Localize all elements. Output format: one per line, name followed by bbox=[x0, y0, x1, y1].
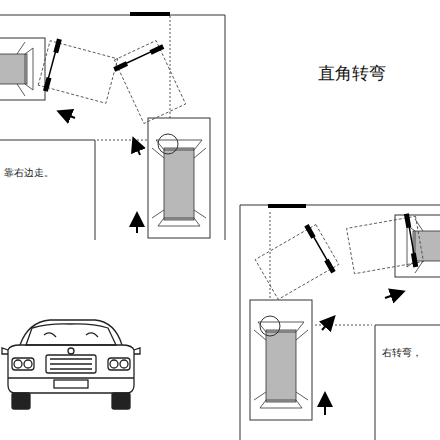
note: 靠右边走。 bbox=[4, 166, 54, 180]
wheel-track bbox=[346, 212, 424, 277]
wheel-track bbox=[111, 39, 190, 125]
car-top bbox=[250, 300, 312, 420]
wheel-track bbox=[253, 221, 341, 303]
title: 直角转弯 bbox=[318, 62, 386, 85]
wheel-track bbox=[37, 37, 119, 107]
car-top bbox=[148, 118, 210, 238]
car-front bbox=[2, 320, 140, 409]
car-top bbox=[395, 215, 440, 277]
car-top bbox=[0, 38, 45, 100]
note: 右转弯， bbox=[382, 346, 422, 360]
